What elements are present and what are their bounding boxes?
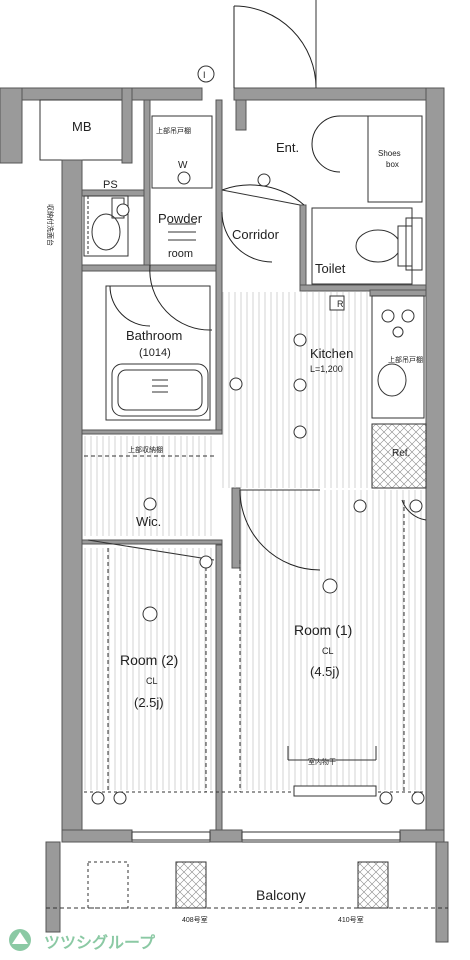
label-kitchen: Kitchen (310, 346, 353, 361)
note-balcony-left: 408号室 (182, 915, 208, 924)
label-corridor: Corridor (232, 227, 280, 242)
watermark: ツツシグループ (9, 929, 156, 952)
label-r: R (337, 299, 344, 309)
label-balcony: Balcony (256, 887, 306, 903)
label-w: W (178, 160, 188, 171)
interior-walls (81, 99, 427, 831)
label-powder-room: room (168, 248, 193, 260)
note-balcony-right: 410号室 (338, 915, 364, 924)
note-upper-shelf-top: 上部吊戸棚 (156, 126, 191, 135)
label-powder: Powder (158, 211, 203, 226)
note-upper-shelf-kitchen: 上部吊戸棚 (388, 355, 423, 364)
mb-area (0, 87, 133, 164)
bathroom-fixture (105, 285, 211, 421)
label-ref: Ref. (392, 448, 410, 459)
toilet-fixture (311, 207, 423, 285)
wic-room2-doors (84, 455, 427, 571)
note-upper-storage: 上部収納棚 (128, 445, 163, 454)
label-wic: Wic. (136, 514, 161, 529)
note-vertical: 収納付洗面台 (46, 204, 55, 246)
shoe-box (311, 115, 423, 203)
entrance-door (233, 0, 317, 89)
label-room1: Room (1) (294, 622, 352, 638)
label-ps: PS (103, 179, 118, 191)
label-bathroom: Bathroom (126, 328, 182, 343)
label-room2-size: (2.5j) (134, 695, 164, 710)
bottom-windows (131, 831, 401, 843)
powder-fixtures (83, 115, 213, 257)
grid-marker (197, 65, 215, 83)
outer-walls (45, 87, 449, 943)
note-drying-rail: 室内物干 (308, 757, 336, 766)
label-mb: MB (72, 119, 92, 134)
label-room2-cl: CL (146, 676, 158, 686)
label-box: box (386, 160, 399, 169)
drying-rail (287, 746, 377, 797)
label-toilet: Toilet (315, 261, 346, 276)
label-shoes: Shoes (378, 149, 401, 158)
label-room2: Room (2) (120, 652, 178, 668)
label-bathroom-size: (1014) (139, 347, 171, 359)
watermark-text: ツツシグループ (44, 933, 156, 952)
balcony (46, 861, 448, 909)
label-ent: Ent. (276, 140, 299, 155)
label-grid-mark: I (203, 70, 206, 80)
light-fixtures (91, 171, 425, 805)
label-room1-cl: CL (322, 646, 334, 656)
label-kitchen-size: L=1,200 (310, 364, 343, 374)
label-room1-size: (4.5j) (310, 664, 340, 679)
kitchen-fixtures (329, 295, 427, 489)
